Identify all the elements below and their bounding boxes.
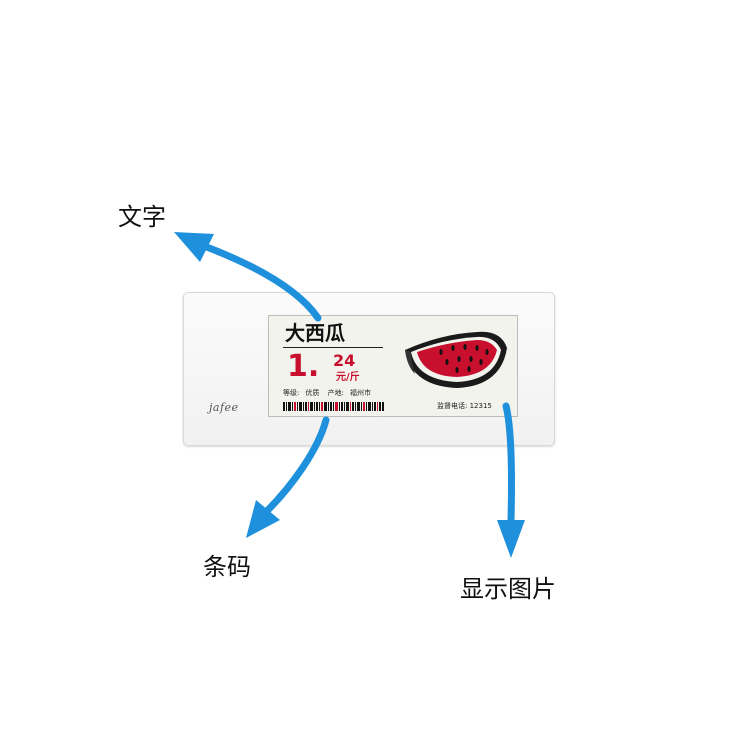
price-integer: 1.	[287, 349, 320, 384]
grade-label: 等级:	[283, 389, 300, 397]
text-annotation-label: 文字	[118, 203, 166, 231]
grade-value: 优质	[305, 389, 320, 397]
hotline-label: 监督电话:	[437, 402, 468, 410]
product-name: 大西瓜	[285, 321, 345, 345]
barcode-annotation-label: 条码	[203, 553, 251, 581]
origin-value: 福州市	[349, 389, 371, 397]
hotline-row: 监督电话: 12315	[437, 402, 492, 411]
image-annotation-label: 显示图片	[460, 575, 556, 603]
brand-logo: jafee	[209, 401, 239, 414]
watermelon-slice-icon	[405, 331, 507, 388]
price-unit: 元/斤	[336, 372, 360, 383]
origin-label: 产地:	[327, 389, 344, 397]
price-decimal: 24	[333, 351, 356, 370]
hotline-number: 12315	[469, 402, 492, 410]
name-underline	[283, 347, 383, 348]
eink-screen: 大西瓜 1. 24 元/斤 等级: 优质 产地: 福州市	[268, 315, 518, 417]
electronic-shelf-label: jafee 大西瓜 1. 24 元/斤 等级: 优质 产地: 福州市	[183, 292, 555, 446]
product-info-row: 等级: 优质 产地: 福州市	[283, 389, 377, 398]
barcode	[283, 402, 384, 411]
